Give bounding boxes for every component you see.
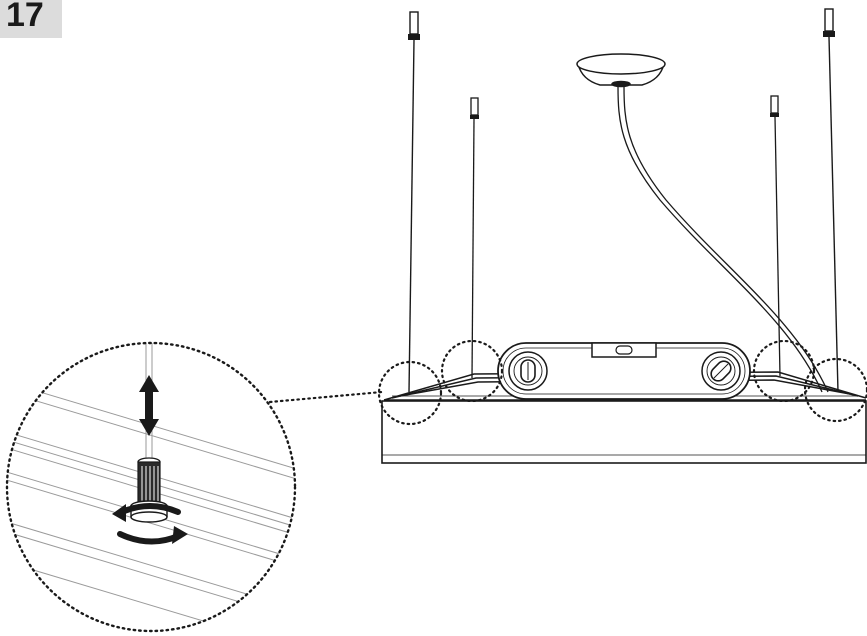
ceiling-anchor-front-right bbox=[824, 8, 834, 32]
luminaire-body bbox=[381, 400, 867, 464]
suspension-wire-front-left bbox=[408, 11, 420, 393]
spirit-level bbox=[497, 342, 751, 400]
step-number: 17 bbox=[6, 0, 44, 34]
suspension-wire-back-left bbox=[470, 97, 479, 379]
detail-zoom-view bbox=[5, 341, 297, 633]
ceiling-canopy bbox=[576, 53, 666, 88]
rotate-arrows-icon bbox=[112, 503, 188, 545]
highlight-circle-back-right bbox=[752, 339, 816, 403]
level-vial-right bbox=[701, 351, 741, 391]
level-vial-left bbox=[508, 351, 548, 391]
suspension-wire-front-right bbox=[823, 8, 839, 393]
step-number-badge: 17 bbox=[0, 0, 62, 38]
highlight-circle-back-left bbox=[440, 339, 504, 403]
double-arrow-up-down-icon bbox=[139, 375, 159, 436]
highlight-circle-front-left bbox=[377, 360, 443, 426]
ceiling-anchor-front-left bbox=[409, 11, 419, 35]
ceiling-anchor-back-left bbox=[470, 97, 479, 116]
highlight-circle-front-right bbox=[803, 357, 867, 423]
detail-zoom-border bbox=[5, 341, 297, 633]
power-cable bbox=[617, 85, 829, 393]
ceiling-anchor-back-right bbox=[770, 95, 779, 114]
suspension-wire-back-right bbox=[770, 95, 781, 377]
callout-leader-line bbox=[268, 390, 384, 404]
